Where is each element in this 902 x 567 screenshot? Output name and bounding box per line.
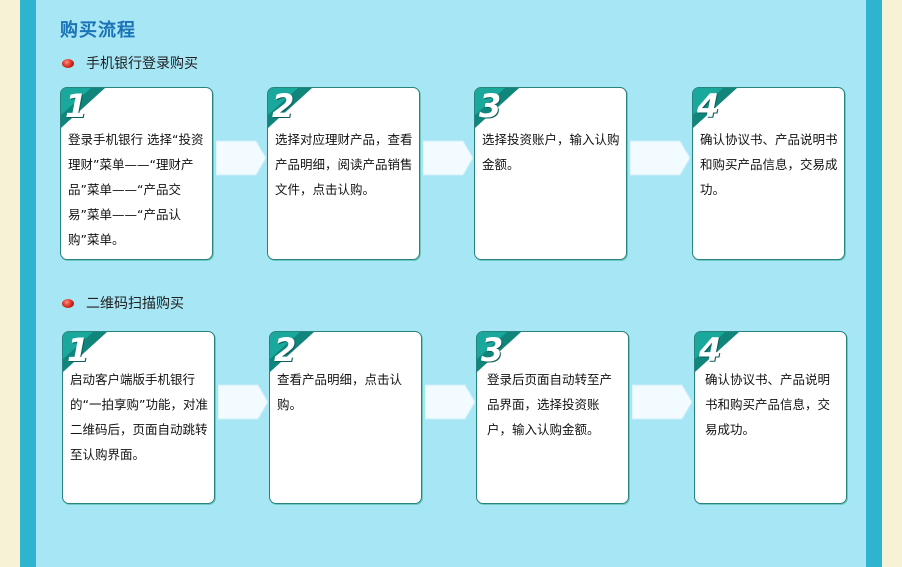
- section-title-text: 手机银行登录购买: [86, 56, 198, 72]
- arrow-right-icon: [630, 139, 690, 177]
- step-text: 查看产品明细，点击认购。: [277, 372, 403, 412]
- step-number: 1: [67, 331, 90, 369]
- arrow-right-icon: [216, 139, 266, 177]
- red-bullet-icon: [62, 58, 74, 68]
- step-text: 确认协议书、产品说明书和购买产品信息，交易成功。: [700, 132, 838, 197]
- step-card-1: 1 启动客户端版手机银行的“一拍享购”功能，对准二维码后，页面自动跳转至认购界面…: [62, 331, 215, 504]
- step-number-tag-icon: [268, 88, 312, 128]
- right-frame-bar: [866, 0, 882, 567]
- step-number-tag-icon: [270, 332, 314, 372]
- step-number: 4: [697, 87, 720, 125]
- step-number: 2: [274, 331, 297, 369]
- step-number: 1: [65, 87, 88, 125]
- step-number: 3: [479, 87, 502, 125]
- step-number-tag-icon: [693, 88, 737, 128]
- step-number: 2: [272, 87, 295, 125]
- step-card-1: 1 登录手机银行 选择“投资理财”菜单——“理财产品”菜单——“产品交易”菜单—…: [60, 87, 213, 260]
- step-text: 选择投资账户，输入认购金额。: [482, 132, 620, 172]
- section-title-mobile-login: 手机银行登录购买: [62, 53, 198, 73]
- step-card-2: 2 选择对应理财产品，查看产品明细，阅读产品销售文件，点击认购。: [267, 87, 420, 260]
- section-title-text: 二维码扫描购买: [86, 296, 184, 312]
- step-number-tag-icon: [475, 88, 519, 128]
- step-text: 登录手机银行 选择“投资理财”菜单——“理财产品”菜单——“产品交易”菜单——“…: [68, 132, 204, 247]
- left-frame-bar: [20, 0, 36, 567]
- step-text: 选择对应理财产品，查看产品明细，阅读产品销售文件，点击认购。: [275, 132, 413, 197]
- step-card-3: 3 登录后页面自动转至产品界面，选择投资账户，输入认购金额。: [476, 331, 629, 504]
- step-card-2: 2 查看产品明细，点击认购。: [269, 331, 422, 504]
- step-number-tag-icon: [695, 332, 739, 372]
- step-text: 启动客户端版手机银行的“一拍享购”功能，对准二维码后，页面自动跳转至认购界面。: [70, 372, 208, 462]
- red-bullet-icon: [62, 298, 74, 308]
- step-number-tag-icon: [61, 88, 105, 128]
- arrow-right-icon: [218, 383, 268, 421]
- step-number-tag-icon: [477, 332, 521, 372]
- step-number: 4: [699, 331, 722, 369]
- arrow-right-icon: [425, 383, 475, 421]
- step-text: 登录后页面自动转至产品界面，选择投资账户，输入认购金额。: [487, 372, 613, 437]
- arrow-right-icon: [632, 383, 692, 421]
- page-title: 购买流程: [60, 20, 136, 41]
- step-card-4: 4 确认协议书、产品说明书和购买产品信息，交易成功。: [692, 87, 845, 260]
- step-card-4: 4 确认协议书、产品说明书和购买产品信息，交易成功。: [694, 331, 847, 504]
- step-text: 确认协议书、产品说明书和购买产品信息，交易成功。: [705, 372, 831, 437]
- section-title-qr-scan: 二维码扫描购买: [62, 293, 184, 313]
- step-number-tag-icon: [63, 332, 107, 372]
- arrow-right-icon: [423, 139, 473, 177]
- step-card-3: 3 选择投资账户，输入认购金额。: [474, 87, 627, 260]
- step-number: 3: [481, 331, 504, 369]
